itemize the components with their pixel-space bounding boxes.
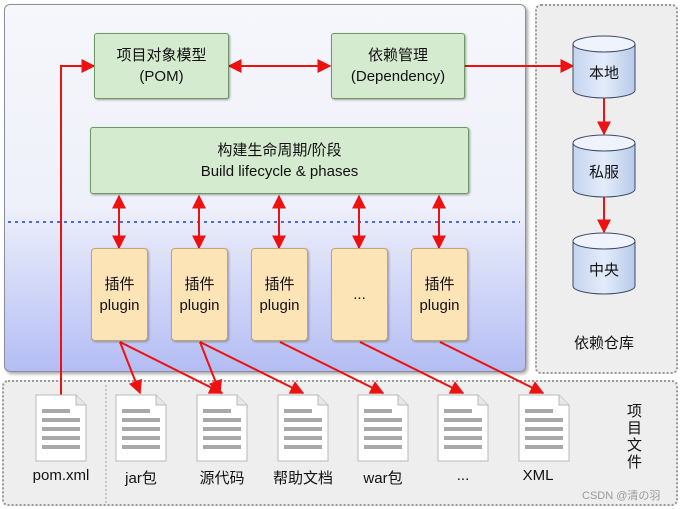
central-repo-label: 中央 [588, 262, 619, 279]
plugin-label-cn: ... [353, 286, 366, 303]
file-label: jar包 [125, 470, 157, 487]
document-icon [35, 394, 87, 462]
dependency-box: 依赖管理 (Dependency) [331, 33, 465, 99]
plugin-label-cn: 插件 [104, 275, 135, 293]
plugin-output-arrow [439, 341, 545, 394]
lifecycle-title: 构建生命周期/阶段 [217, 141, 342, 159]
plugin-label-en: plugin [419, 296, 460, 314]
document-icon [437, 394, 489, 462]
file-label: pom.xml [32, 467, 90, 484]
pom-box: 项目对象模型 (POM) [94, 33, 229, 99]
document-icon [518, 394, 570, 462]
plugin-output-arrow [359, 341, 465, 394]
plugin-output-arrow [199, 341, 305, 394]
pom-subtitle: (POM) [139, 68, 184, 85]
repository-title: 依赖仓库 [573, 335, 634, 352]
lifecycle-box: 构建生命周期/阶段 Build lifecycle & phases [90, 127, 469, 194]
file-label: XML [522, 467, 554, 484]
plugin-output-arrow [279, 341, 385, 394]
document-icon [196, 394, 248, 462]
file-label: 源代码 [199, 470, 245, 487]
plugin-label-en: plugin [259, 296, 300, 314]
plugin-output-arrow [119, 341, 224, 394]
file-label: war包 [363, 470, 403, 487]
private-repo-label: 私服 [588, 164, 619, 181]
document-icon [115, 394, 167, 462]
plugin-label-en: plugin [179, 296, 220, 314]
plugin-label-cn: 插件 [184, 275, 215, 293]
project-files-title: 项目文件 [625, 403, 642, 471]
document-icon [357, 394, 409, 462]
plugin-label-cn: 插件 [424, 275, 455, 293]
plugin-box: 插件 plugin [251, 248, 308, 341]
watermark: CSDN @清の羽 [582, 490, 661, 502]
lifecycle-subtitle: Build lifecycle & phases [200, 162, 359, 180]
dependency-title: 依赖管理 [367, 47, 428, 64]
plugin-box: 插件 plugin [411, 248, 468, 341]
file-label: ... [456, 467, 470, 484]
plugin-label-en: plugin [99, 296, 140, 314]
document-icon [277, 394, 329, 462]
plugin-label-cn: 插件 [264, 275, 295, 293]
plugin-box: 插件 plugin [171, 248, 228, 341]
plugin-box-ellipsis: ... [331, 248, 388, 341]
pomxml-to-pom-arrow [60, 59, 96, 395]
plugin-output-arrow [199, 341, 222, 395]
central-repo-cylinder [572, 232, 636, 295]
pom-title: 项目对象模型 [116, 47, 207, 64]
plugin-box: 插件 plugin [91, 248, 148, 341]
local-repo-label: 本地 [588, 65, 619, 82]
private-repo-cylinder [572, 134, 636, 198]
dependency-subtitle: (Dependency) [350, 68, 446, 85]
plugin-output-arrow [119, 341, 142, 395]
file-label: 帮助文档 [272, 470, 333, 487]
local-repo-cylinder [572, 35, 636, 99]
